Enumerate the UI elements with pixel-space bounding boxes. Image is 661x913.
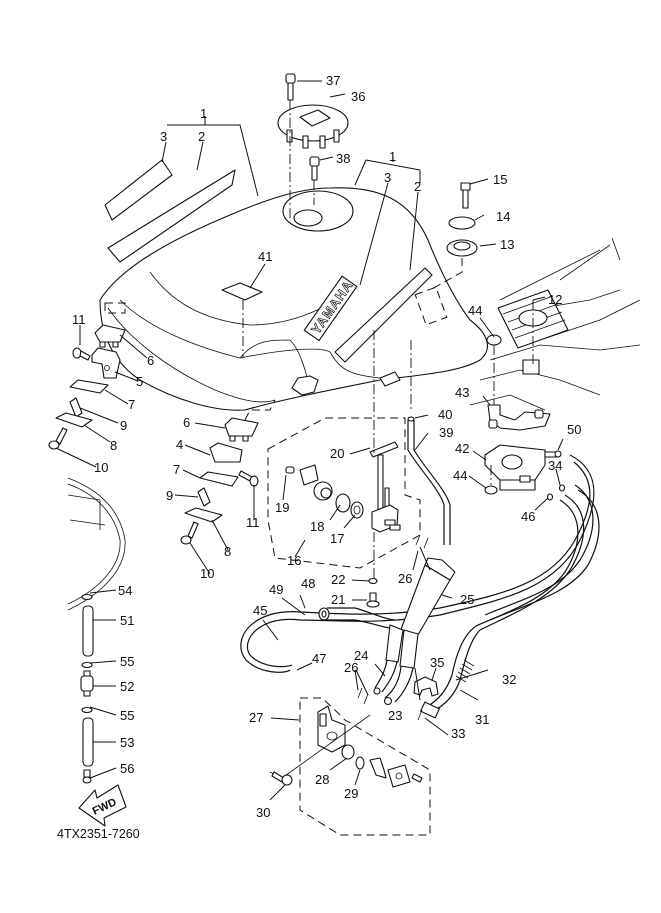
callout-26: 26	[398, 571, 412, 586]
callout-28: 28	[315, 772, 329, 787]
callout-6: 6	[183, 415, 190, 430]
callout-41: 41	[258, 249, 272, 264]
drain-hose-parts	[80, 593, 94, 784]
fuel-cock-assembly-27	[269, 697, 431, 836]
fuel-tank: YAMAHA	[99, 187, 488, 411]
callout-27: 27	[249, 710, 263, 725]
callout-3: 3	[160, 129, 167, 144]
callout-26: 26	[344, 660, 358, 675]
callout-7: 7	[173, 462, 180, 477]
callout-9: 9	[166, 488, 173, 503]
callout-29: 29	[344, 786, 358, 801]
callout-30: 30	[256, 805, 270, 820]
callout-38: 38	[336, 151, 350, 166]
callout-23: 23	[388, 708, 402, 723]
callout-11: 11	[72, 312, 86, 327]
diagram-code: 4TX2351-7260	[57, 827, 140, 841]
callout-4: 4	[176, 437, 183, 452]
callout-40: 40	[438, 407, 452, 422]
callout-47: 47	[312, 651, 326, 666]
callout-18: 18	[310, 519, 324, 534]
callout-31: 31	[475, 712, 489, 727]
callout-19: 19	[275, 500, 289, 515]
fuel-cock-assembly	[267, 330, 421, 608]
callout-45: 45	[253, 603, 267, 618]
callout-54: 54	[118, 583, 132, 598]
left-mount-brackets	[48, 324, 126, 450]
callout-12: 12	[548, 292, 562, 307]
rear-mount-parts	[429, 182, 478, 291]
callout-36: 36	[351, 89, 365, 104]
callout-55: 55	[120, 708, 134, 723]
y-hose	[357, 534, 456, 721]
callout-43: 43	[455, 385, 469, 400]
callout-46: 46	[521, 509, 535, 524]
callout-37: 37	[326, 73, 340, 88]
callout-51: 51	[120, 613, 134, 628]
callout-33: 33	[451, 726, 465, 741]
callout-49: 49	[269, 582, 283, 597]
callout-11: 11	[246, 515, 260, 530]
fuel-cap-assembly	[277, 73, 349, 218]
callout-8: 8	[224, 544, 231, 559]
callout-10: 10	[94, 460, 108, 475]
callout-15: 15	[493, 172, 507, 187]
callout-16: 16	[287, 553, 301, 568]
callout-34: 34	[548, 458, 562, 473]
callout-9: 9	[120, 418, 127, 433]
callout-1: 1	[389, 149, 396, 164]
callout-21: 21	[331, 592, 345, 607]
emblem-41	[221, 282, 263, 358]
callout-labels: 1 2 3 1 2 3 4 5 6 6 7 7 8 8 9 9 10 10 11…	[72, 73, 581, 820]
callout-10: 10	[200, 566, 214, 581]
callout-48: 48	[301, 576, 315, 591]
tank-decals-left	[104, 159, 236, 263]
callout-42: 42	[455, 441, 469, 456]
callout-8: 8	[110, 438, 117, 453]
callout-44: 44	[453, 468, 467, 483]
callout-22: 22	[331, 572, 345, 587]
callout-6: 6	[147, 353, 154, 368]
forward-direction-arrow: FWD	[78, 784, 127, 827]
callout-39: 39	[439, 425, 453, 440]
callout-55: 55	[120, 654, 134, 669]
callout-24: 24	[354, 648, 368, 663]
callout-20: 20	[330, 446, 344, 461]
leader-lines	[55, 80, 564, 801]
callout-1: 1	[200, 106, 207, 121]
fuel-hoses	[240, 454, 600, 719]
callout-32: 32	[502, 672, 516, 687]
callout-17: 17	[330, 531, 344, 546]
callout-3: 3	[384, 170, 391, 185]
callout-35: 35	[430, 655, 444, 670]
frame-section	[469, 237, 641, 411]
callout-5: 5	[136, 374, 143, 389]
center-mount-brackets	[180, 399, 276, 545]
callout-44: 44	[468, 303, 482, 318]
callout-56: 56	[120, 761, 134, 776]
breather-hose	[407, 340, 451, 545]
callout-2: 2	[414, 179, 421, 194]
callout-53: 53	[120, 735, 134, 750]
fuel-pump-assembly	[484, 334, 566, 501]
callout-13: 13	[500, 237, 514, 252]
callout-14: 14	[496, 209, 510, 224]
callout-7: 7	[128, 397, 135, 412]
rear-fender-section	[67, 477, 126, 611]
callout-2: 2	[198, 129, 205, 144]
callout-50: 50	[567, 422, 581, 437]
callout-25: 25	[460, 592, 474, 607]
callout-52: 52	[120, 679, 134, 694]
